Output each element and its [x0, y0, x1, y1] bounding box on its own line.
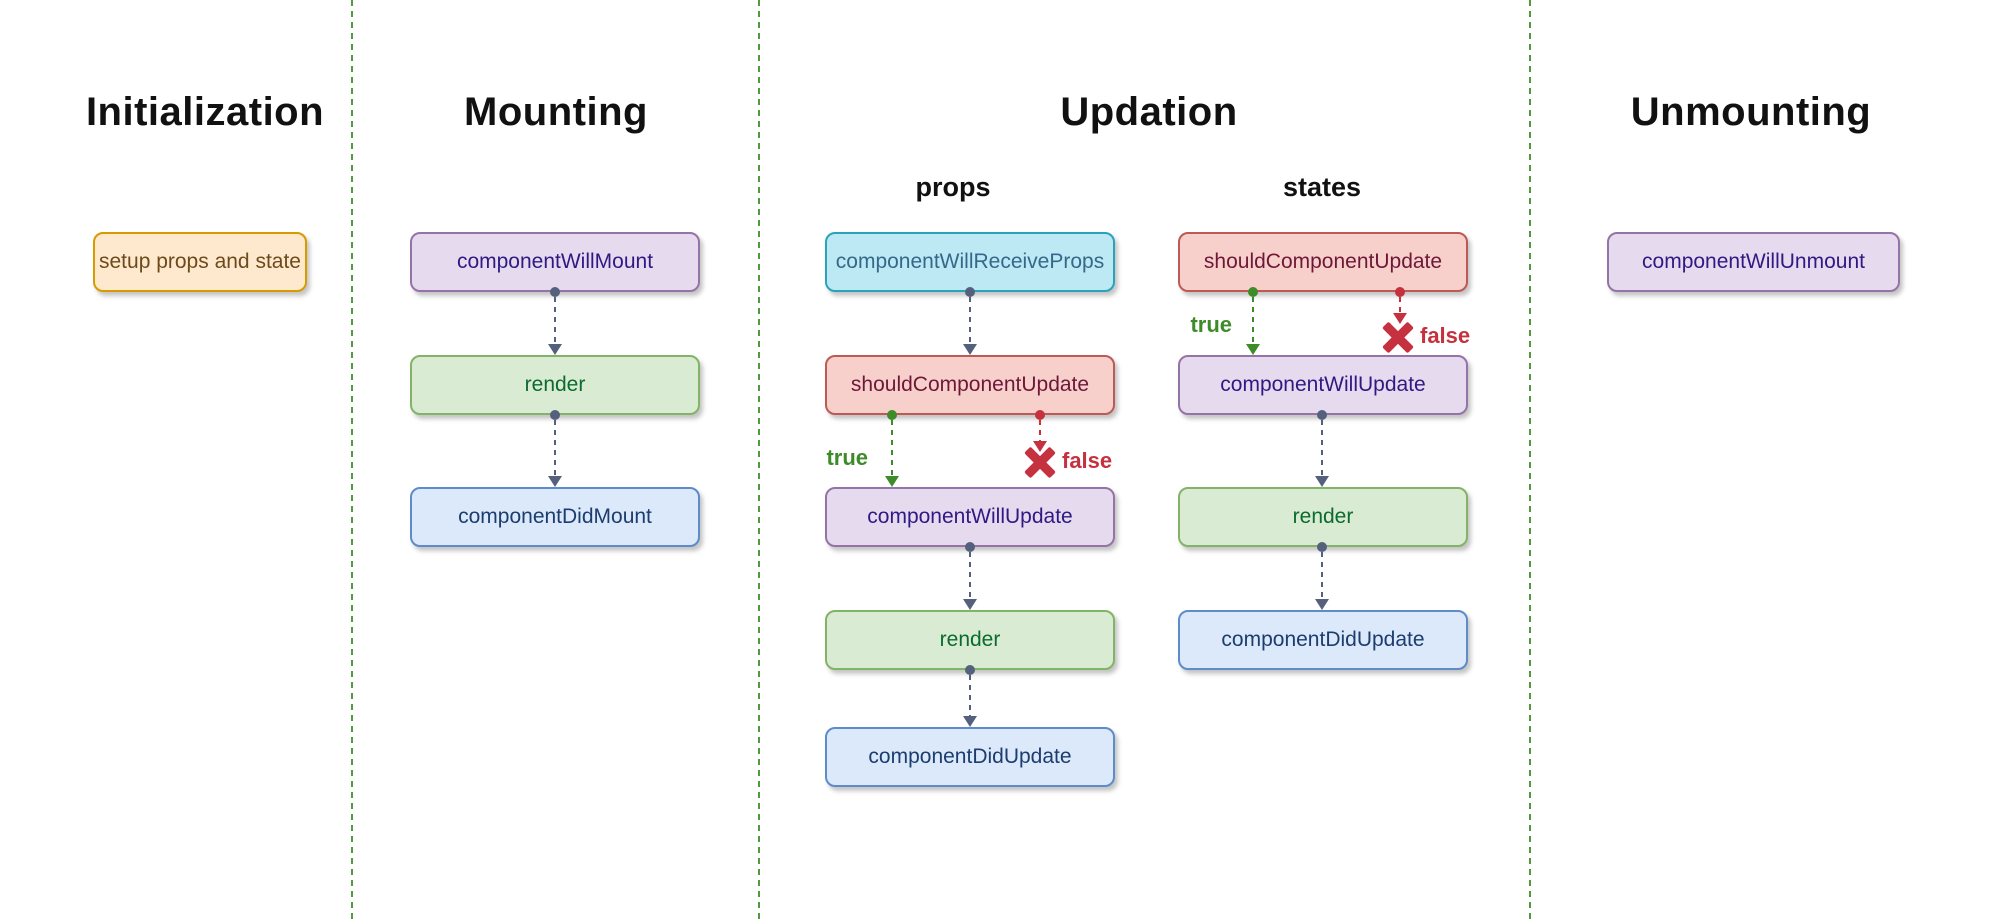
arrow-origin-dot	[887, 410, 897, 420]
arrow-head-icon	[963, 344, 977, 355]
arrow-head-icon	[1393, 313, 1407, 324]
arrow-dashed-line	[554, 420, 556, 477]
arrow-origin-dot	[1317, 410, 1327, 420]
arrow-dashed-line	[1252, 297, 1254, 345]
label-true-props: true	[826, 445, 868, 470]
arrow-origin-dot	[965, 287, 975, 297]
arrow-dashed-line	[969, 297, 971, 345]
node-component-will-unmount: componentWillUnmount	[1607, 232, 1900, 292]
arrow-origin-dot	[1395, 287, 1405, 297]
arrow-head-icon	[885, 476, 899, 487]
section-divider	[758, 0, 760, 924]
arrow-dashed-line	[1399, 297, 1401, 314]
arrow-head-icon	[1033, 441, 1047, 452]
section-title-initialization: Initialization	[85, 90, 325, 134]
arrow-head-icon	[963, 599, 977, 610]
arrow-origin-dot	[550, 287, 560, 297]
arrow-origin-dot	[1035, 410, 1045, 420]
arrow-dashed-line	[1321, 552, 1323, 600]
label-true-states: true	[1190, 312, 1232, 337]
node-should-component-update-states: shouldComponentUpdate	[1178, 232, 1468, 292]
arrow-dashed-line	[969, 675, 971, 717]
node-render-states: render	[1178, 487, 1468, 547]
arrow-origin-dot	[965, 542, 975, 552]
section-divider	[351, 0, 353, 924]
node-component-did-update-props: componentDidUpdate	[825, 727, 1115, 787]
node-should-component-update-props: shouldComponentUpdate	[825, 355, 1115, 415]
label-false-props: false	[1062, 448, 1113, 473]
section-title-updation: Updation	[1060, 90, 1238, 134]
arrow-origin-dot	[1248, 287, 1258, 297]
arrow-dashed-line	[1321, 420, 1323, 477]
arrow-head-icon	[1315, 476, 1329, 487]
section-divider	[1529, 0, 1531, 924]
arrow-origin-dot	[1317, 542, 1327, 552]
false-x-icon	[1025, 447, 1055, 477]
label-false-states: false	[1420, 323, 1471, 348]
node-component-will-update-props: componentWillUpdate	[825, 487, 1115, 547]
subtitle-props: props	[915, 172, 991, 202]
node-component-will-receive-props: componentWillReceiveProps	[825, 232, 1115, 292]
arrow-head-icon	[963, 716, 977, 727]
section-title-mounting: Mounting	[464, 90, 648, 134]
arrow-origin-dot	[550, 410, 560, 420]
arrow-head-icon	[1315, 599, 1329, 610]
node-setup-props-and-state: setup props and state	[93, 232, 307, 292]
node-render-props: render	[825, 610, 1115, 670]
arrow-origin-dot	[965, 665, 975, 675]
arrow-head-icon	[1246, 344, 1260, 355]
arrow-dashed-line	[1039, 420, 1041, 442]
node-component-did-mount: componentDidMount	[410, 487, 700, 547]
section-title-unmounting: Unmounting	[1630, 90, 1872, 134]
arrow-dashed-line	[891, 420, 893, 477]
false-x-icon	[1383, 322, 1413, 352]
node-component-will-update-states: componentWillUpdate	[1178, 355, 1468, 415]
arrow-dashed-line	[969, 552, 971, 600]
arrow-dashed-line	[554, 297, 556, 345]
node-render-mounting: render	[410, 355, 700, 415]
node-component-did-update-states: componentDidUpdate	[1178, 610, 1468, 670]
subtitle-states: states	[1282, 172, 1362, 202]
node-component-will-mount: componentWillMount	[410, 232, 700, 292]
arrow-head-icon	[548, 476, 562, 487]
arrow-head-icon	[548, 344, 562, 355]
